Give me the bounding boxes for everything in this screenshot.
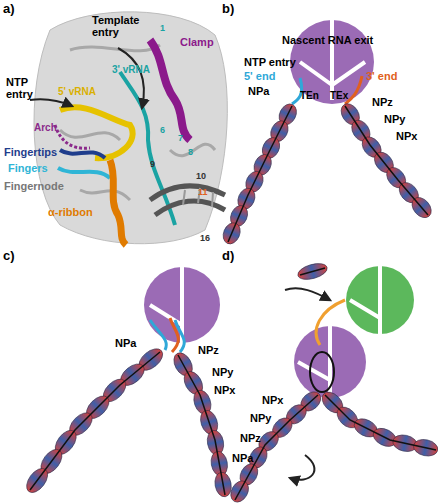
label: 10 (196, 170, 206, 182)
label: NTP entry (244, 56, 296, 68)
label: 11 (198, 186, 208, 198)
label: NPz (198, 344, 219, 356)
label: 3' end (366, 70, 397, 82)
label: Arch (34, 122, 57, 134)
label: NPz (372, 96, 393, 108)
rna-strand (300, 268, 325, 275)
label: 1 (160, 22, 165, 34)
label: NPa (248, 85, 269, 97)
label: 3' vRNA (112, 64, 150, 76)
label: Fingers (8, 162, 48, 174)
label: 8 (188, 146, 193, 158)
label: b) (222, 3, 234, 15)
label: c) (3, 250, 15, 262)
label: Nascent RNA exit (282, 34, 373, 46)
label: a) (3, 3, 15, 15)
label: TEn (300, 90, 319, 102)
label: NPy (384, 113, 405, 125)
label: NPx (396, 130, 417, 142)
label: NPx (262, 394, 283, 406)
label: Clamp (180, 36, 214, 48)
label: 7 (178, 132, 183, 144)
rna-strand (325, 395, 436, 450)
rna-strand (228, 106, 292, 242)
np-monomer (296, 261, 329, 283)
label: NPx (214, 384, 235, 396)
polymerase-b (290, 20, 374, 104)
rna-strand (345, 106, 428, 215)
label: α-ribbon (48, 206, 93, 218)
label: NPy (250, 412, 271, 424)
label: NPy (212, 366, 233, 378)
label: d) (222, 250, 234, 262)
label: Fingernode (4, 180, 64, 192)
np-chains (22, 100, 438, 503)
label: NPa (115, 337, 136, 349)
rna-strand (235, 395, 318, 500)
label: 5' vRNA (58, 86, 96, 98)
label: 5' end (244, 70, 275, 82)
polymerase-structure (30, 12, 227, 245)
label: Fingertips (4, 146, 57, 158)
label: NPa (232, 452, 253, 464)
label: TEx (330, 90, 348, 102)
rna-strand (30, 352, 160, 490)
label: NTP entry (6, 76, 42, 100)
polymerase-d (285, 266, 414, 480)
label: NPz (240, 432, 261, 444)
label: 6 (160, 124, 165, 136)
polymerase-c (144, 267, 220, 352)
label: 9 (150, 158, 155, 170)
label: 16 (200, 232, 210, 244)
label: Template entry (92, 14, 152, 38)
